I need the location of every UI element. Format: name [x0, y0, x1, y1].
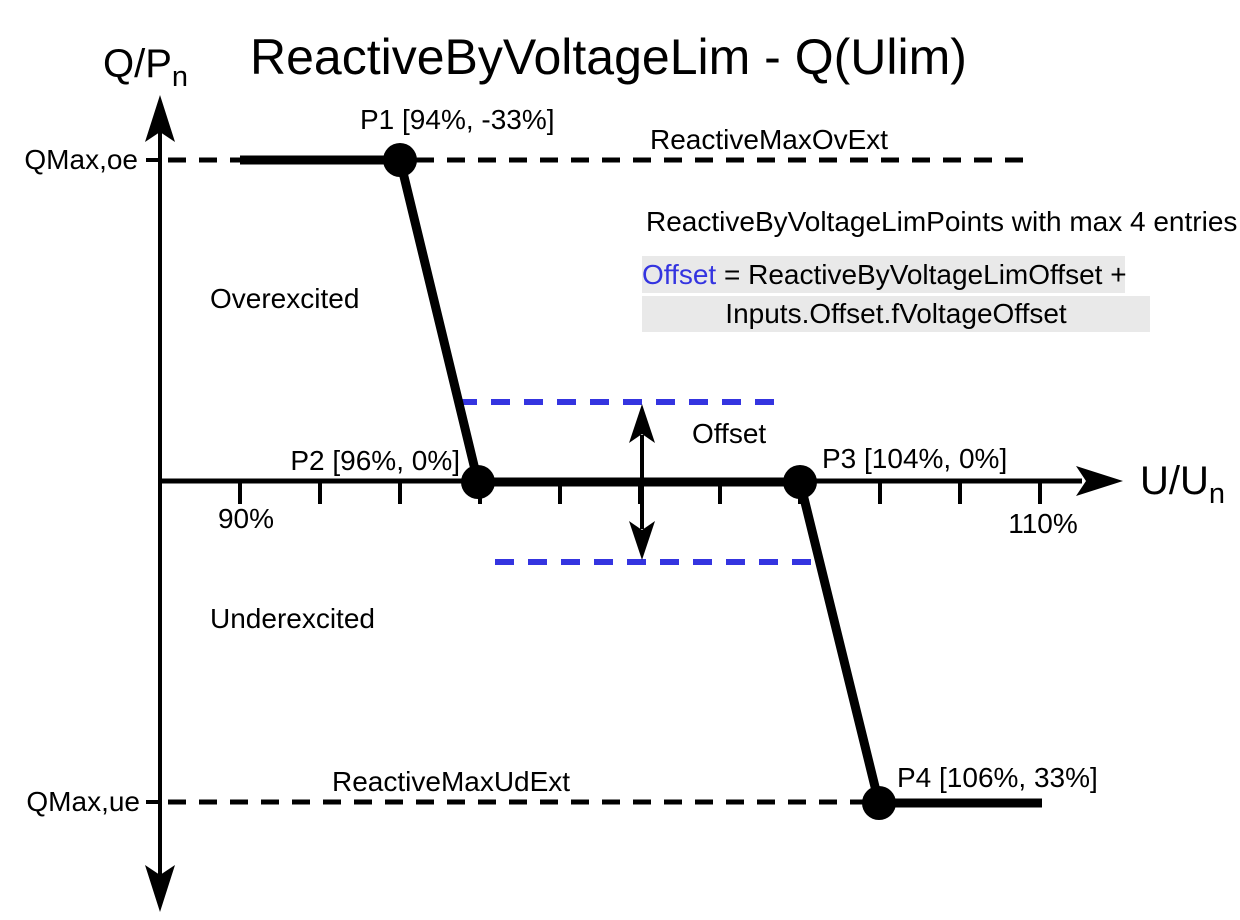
point-p1-label: P1 [94%, -33%]: [360, 104, 555, 135]
x-tick-label-110: 110%: [1008, 508, 1078, 539]
point-p2-label: P2 [96%, 0%]: [290, 445, 460, 476]
reactive-max-ud-ext-label: ReactiveMaxUdExt: [332, 766, 571, 797]
offset-double-arrow: [629, 404, 655, 560]
x-axis-label-main: U/U: [1140, 459, 1209, 503]
point-p2: [461, 465, 495, 499]
y-axis-down-arrowhead: [145, 865, 175, 912]
offset-equation-line1: Offset = ReactiveByVoltageLimOffset +: [642, 256, 1127, 293]
offset-arrow-up-head: [629, 404, 655, 443]
point-p3-label: P3 [104%, 0%]: [822, 443, 1008, 474]
point-p3: [783, 465, 817, 499]
y-axis-label-main: Q/P: [103, 42, 172, 86]
reactive-max-ov-ext-label: ReactiveMaxOvExt: [650, 124, 889, 155]
offset-arrow-label: Offset: [692, 418, 767, 449]
y-axis-up-arrowhead: [145, 95, 175, 142]
region-label-overexcited: Overexcited: [210, 283, 360, 314]
points-note: ReactiveByVoltageLimPoints with max 4 en…: [646, 206, 1238, 237]
y-axis-label: Q/Pn: [103, 42, 188, 92]
x-axis-right-arrowhead: [1076, 466, 1123, 496]
offset-equation-line2: Inputs.Offset.fVoltageOffset: [642, 296, 1150, 332]
diagram-title: ReactiveByVoltageLim - Q(Ulim): [250, 29, 967, 85]
y-value-qmax-oe: QMax,oe: [24, 144, 138, 175]
region-label-underexcited: Underexcited: [210, 603, 375, 634]
offset-equation-rest: = ReactiveByVoltageLimOffset +: [716, 258, 1127, 290]
point-p1: [383, 143, 417, 177]
y-axis-label-subscript: n: [171, 61, 189, 93]
offset-arrow-down-head: [629, 521, 655, 560]
x-tick-label-90: 90%: [217, 503, 275, 534]
point-p4: [862, 786, 896, 820]
point-p4-label: P4 [106%, 33%]: [897, 762, 1098, 793]
x-axis-label: U/Un: [1140, 459, 1225, 509]
limit-curve: [240, 155, 1042, 808]
x-axis-label-subscript: n: [1208, 478, 1226, 510]
y-value-qmax-ue: QMax,ue: [26, 786, 140, 817]
offset-equation-term: Offset: [642, 258, 717, 290]
y-axis: [145, 95, 175, 912]
